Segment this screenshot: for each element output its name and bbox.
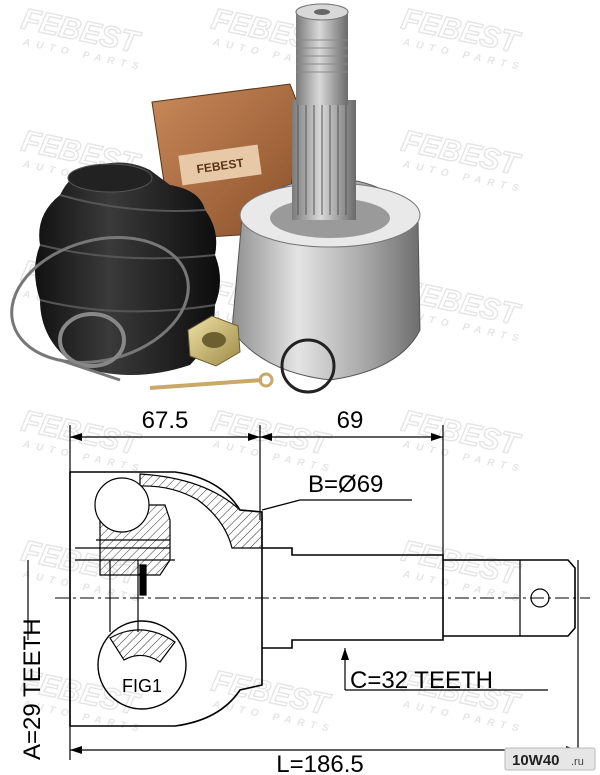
badge-suffix: .ru (571, 756, 584, 768)
grease-tube-label: FEBEST (196, 156, 245, 177)
b-leader (261, 499, 301, 511)
badge-prefix: 10W40 (512, 752, 560, 769)
dim-text-b: B=Ø69 (308, 471, 383, 498)
dim-text-a: A=29 TEETH (19, 618, 46, 760)
castle-nut (187, 315, 241, 367)
site-badge: 10W40 .ru (504, 747, 596, 771)
dim-text-l: L=186.5 (276, 751, 363, 775)
outer-race-outline (69, 471, 263, 727)
small-clamp (58, 312, 126, 368)
cv-joint-outer (231, 3, 421, 381)
circlip (280, 338, 336, 394)
cotter-pin (149, 372, 274, 390)
dim-text-67-5: 67.5 (142, 407, 189, 434)
product-photo: FEBEST (10, 3, 421, 394)
dim-text-69: 69 (337, 407, 364, 434)
dim-text-c: C=32 TEETH (350, 667, 493, 694)
fig1-circle (97, 620, 187, 710)
technical-drawing (27, 425, 590, 760)
fig1-label: FIG1 (122, 676, 162, 696)
